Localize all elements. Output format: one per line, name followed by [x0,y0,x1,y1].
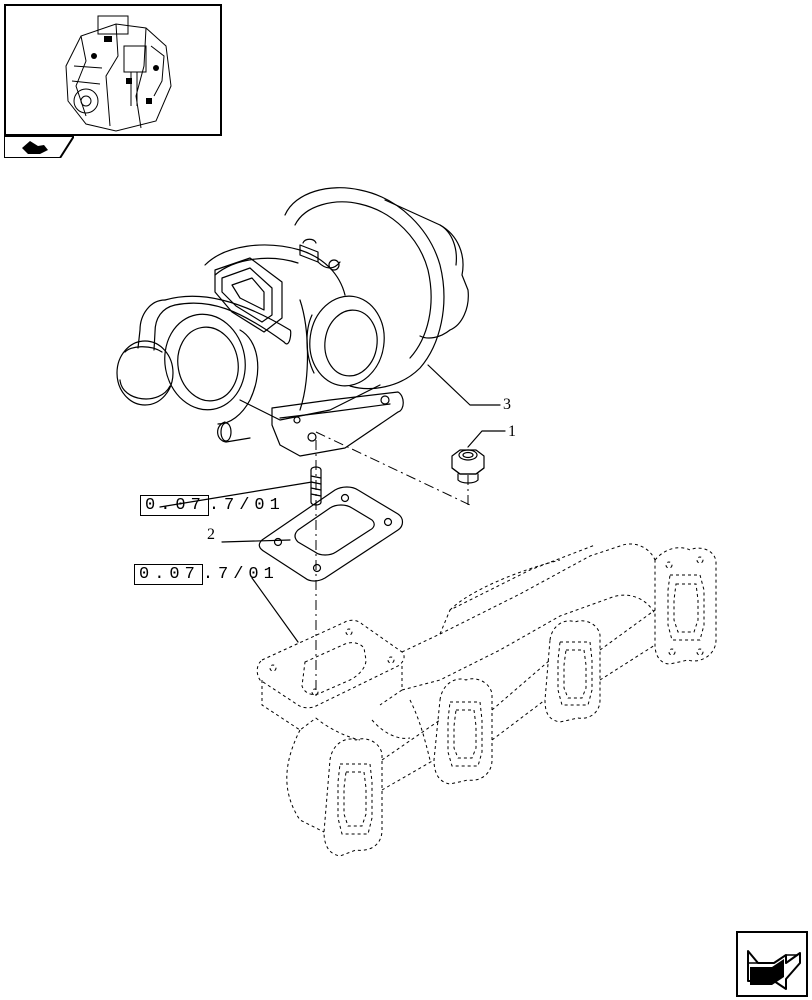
callout-2: 2 [207,526,215,543]
exhaust-manifold [256,543,717,857]
next-page-arrow-icon [747,950,801,990]
leader-ref-a [159,481,313,508]
gasket [258,486,404,582]
reference-label-b[interactable]: 0.07.7/01 [134,564,279,585]
callout-1: 1 [508,423,516,440]
reference-b-section: 0.07 [134,564,203,585]
centerline-diagonal [315,431,471,506]
leader-2 [221,539,291,543]
callout-3: 3 [503,396,511,413]
leader-1 [467,430,506,448]
flange-nut [451,449,485,484]
leader-3 [427,364,501,406]
reference-a-page: .7/01 [208,496,285,515]
next-page-button[interactable] [736,931,808,997]
leader-ref-b [251,577,299,643]
section-tab-icon [4,136,74,158]
reference-a-section: 0.07 [140,495,209,516]
engine-icon [65,15,172,132]
engine-thumbnail[interactable] [4,4,222,136]
turbocharger-assembly [116,187,469,457]
reference-label-a[interactable]: 0.07.7/01 [140,495,285,516]
reference-b-page: .7/01 [202,565,279,584]
